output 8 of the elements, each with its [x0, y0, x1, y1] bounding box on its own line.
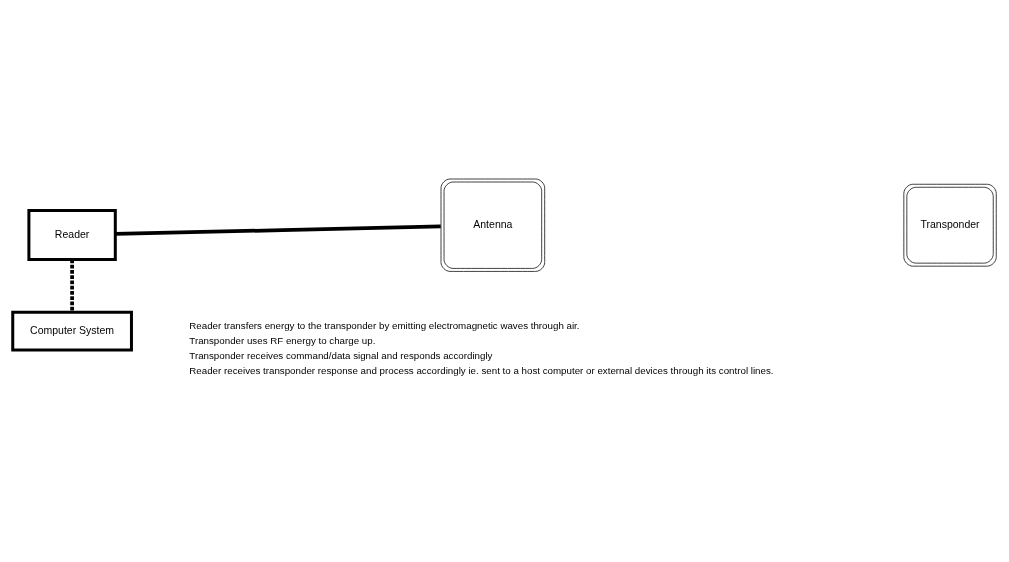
label: Reader receives transponder response and process accordingly ie. sent to a host computer or external devices through its control lines.	[189, 365, 774, 377]
node-box: Computer System	[11, 310, 133, 352]
connector	[115, 224, 441, 236]
node-box: Reader	[27, 209, 117, 261]
label: Transponder receives command/data signal and responds accordingly	[189, 350, 493, 362]
label: Reader transfers energy to the transponder by emitting electromagnetic waves through air.	[189, 320, 580, 332]
label: Transponder uses RF energy to charge up.	[189, 335, 376, 347]
connector	[70, 259, 74, 313]
